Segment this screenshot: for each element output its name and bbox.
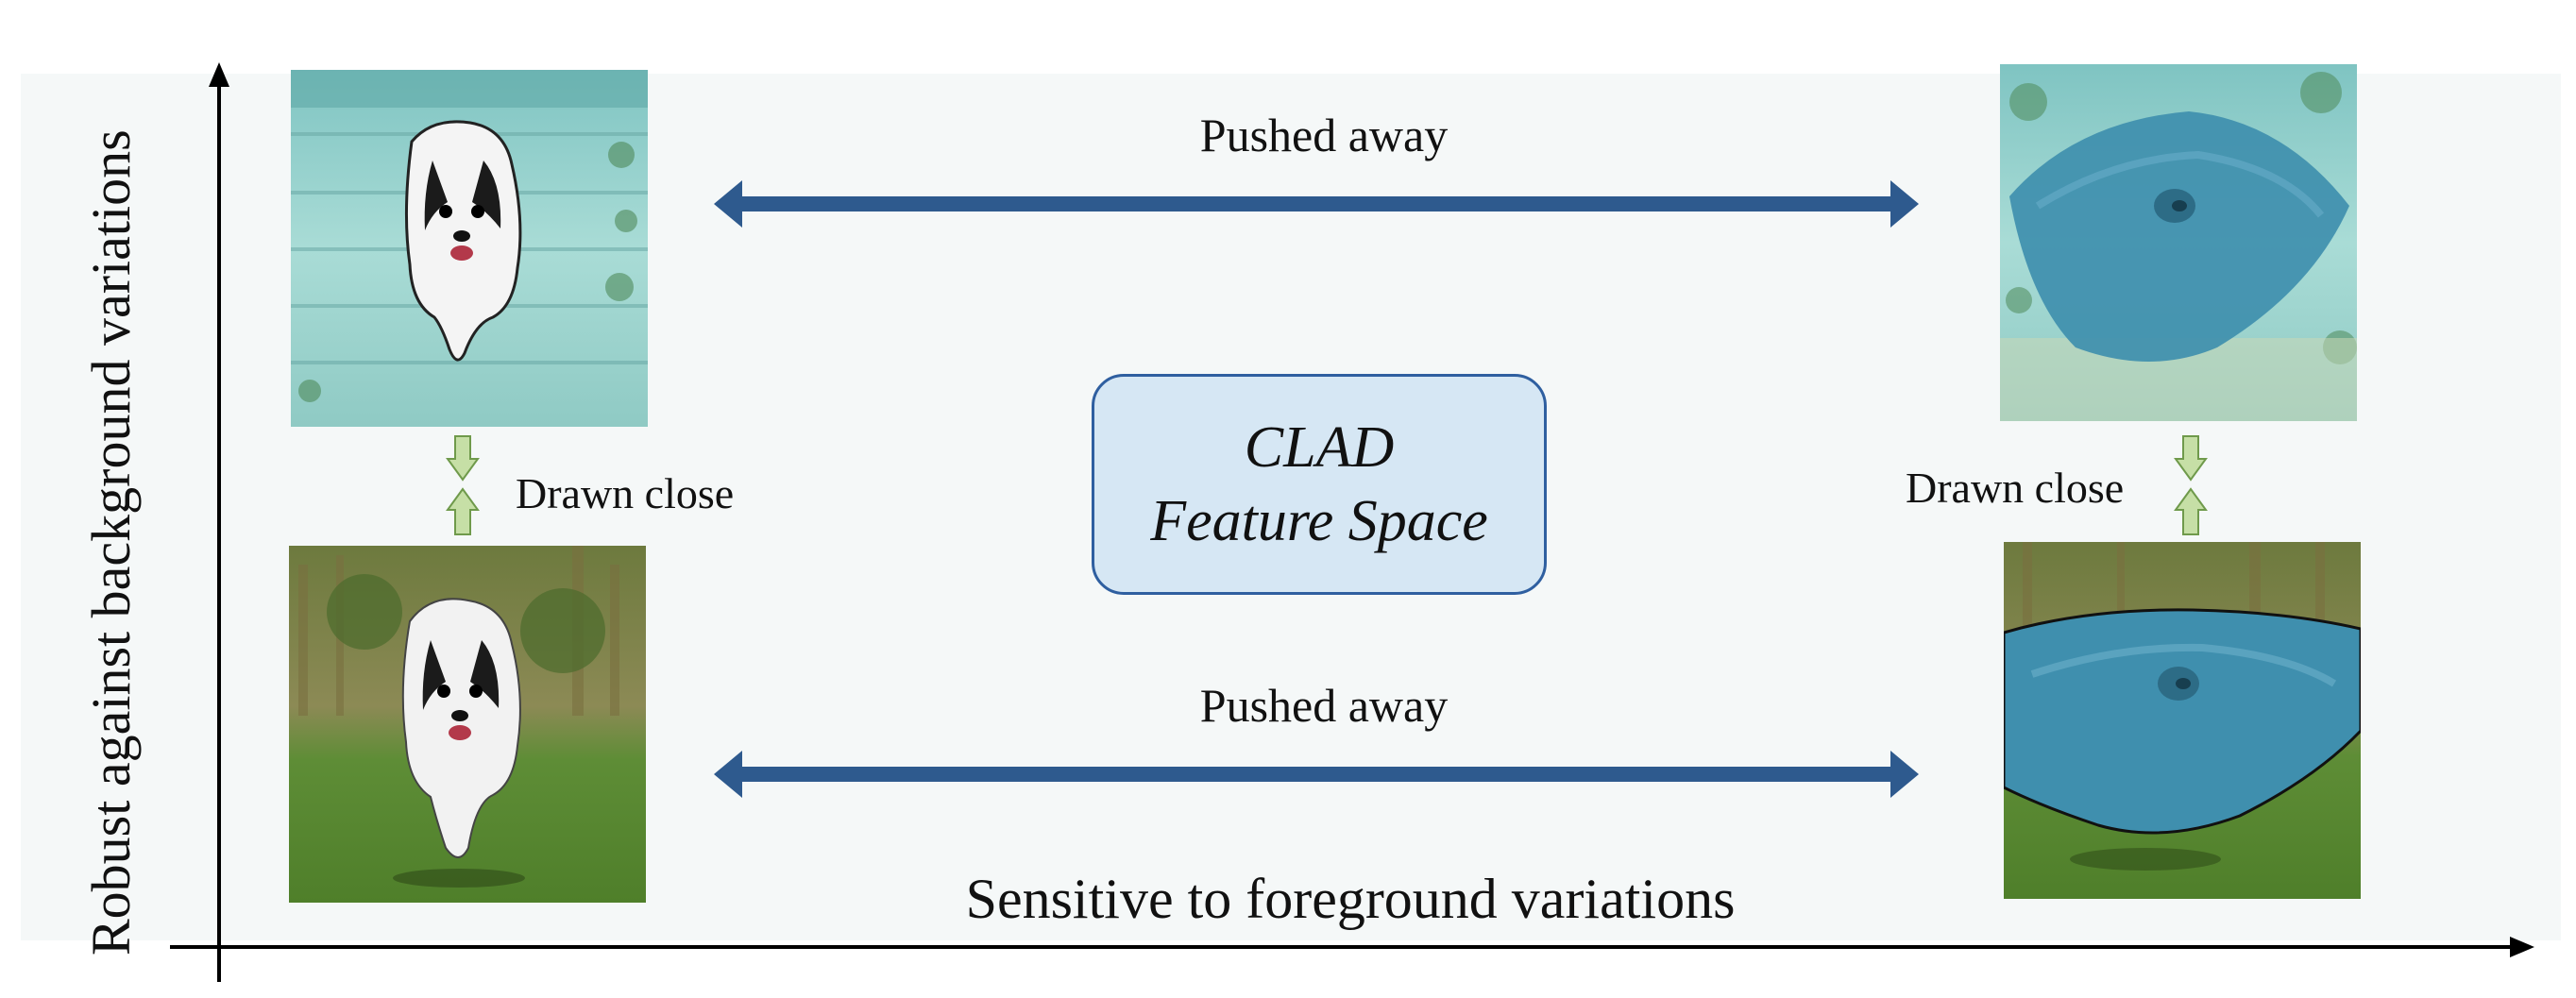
pushed-away-label-bottom: Pushed away bbox=[1199, 679, 1449, 732]
y-axis-label: Robust against background variations bbox=[80, 129, 142, 956]
drawn-close-arrow-left-down bbox=[446, 435, 480, 482]
stingray-on-seabed-image bbox=[2000, 64, 2357, 421]
drawn-close-arrow-left-up bbox=[446, 487, 480, 535]
stingray-on-grass-image bbox=[2004, 542, 2361, 899]
pushed-away-arrow-top bbox=[714, 180, 1919, 228]
drawn-close-label-left: Drawn close bbox=[516, 469, 735, 517]
pushed-away-arrow-bottom bbox=[714, 751, 1919, 798]
center-box-subtitle: Feature Space bbox=[1150, 489, 1488, 553]
drawn-close-arrow-right-up bbox=[2174, 487, 2208, 535]
drawn-close-label-right: Drawn close bbox=[1906, 464, 2125, 512]
drawn-close-arrow-right-down bbox=[2174, 435, 2208, 482]
dog-on-grass-image bbox=[289, 546, 646, 903]
x-axis-arrowhead bbox=[2510, 937, 2534, 957]
clad-feature-space-box: CLAD Feature Space bbox=[1092, 374, 1547, 595]
dog-on-seabed-image bbox=[291, 70, 648, 427]
center-box-title: CLAD bbox=[1244, 415, 1395, 480]
y-axis-arrowhead bbox=[209, 62, 229, 87]
pushed-away-label-top: Pushed away bbox=[1199, 109, 1449, 161]
x-axis-label: Sensitive to foreground variations bbox=[965, 868, 1736, 930]
